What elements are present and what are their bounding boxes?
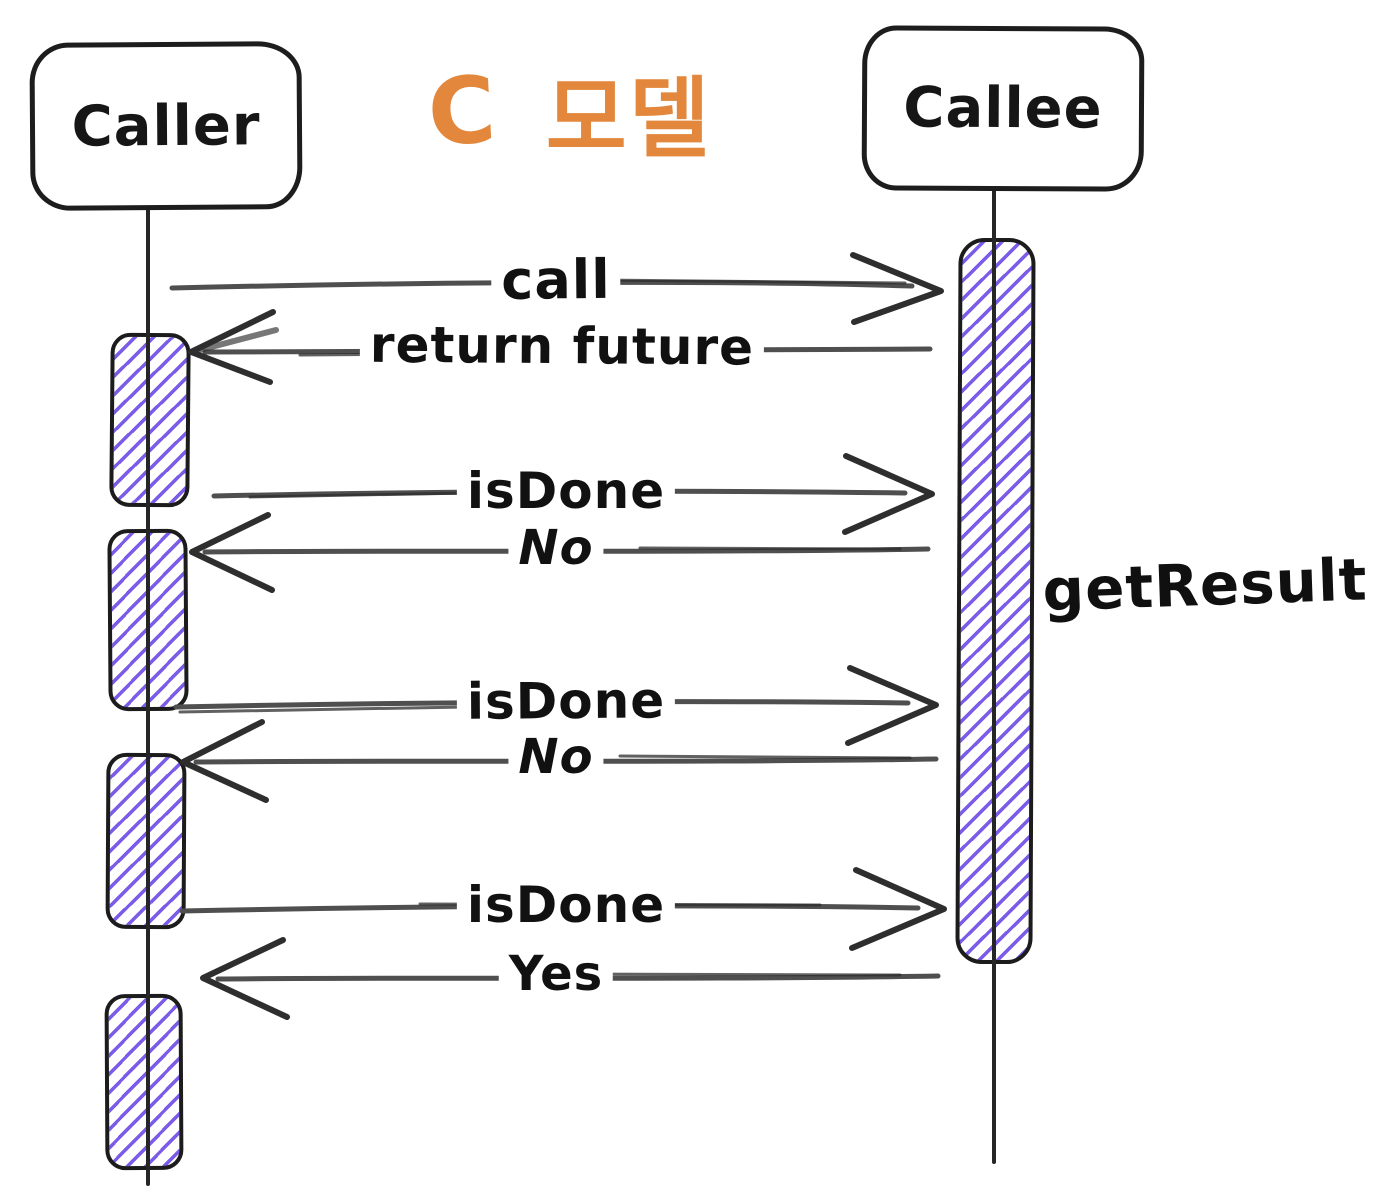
- title-word: 모델: [545, 66, 712, 170]
- callee-lifeline: [991, 179, 997, 1164]
- message-label-no-2: No: [508, 729, 604, 786]
- message-label-isdone-3: isDone: [456, 876, 676, 935]
- actor-callee-box: Callee: [861, 25, 1145, 192]
- caller-lifeline: [145, 198, 151, 1186]
- message-label-yes: Yes: [498, 946, 614, 1003]
- message-label-return-future: return future: [359, 315, 765, 377]
- actor-callee-label: Callee: [903, 75, 1103, 142]
- message-label-isdone-2: isDone: [456, 671, 676, 731]
- message-label-no-1: No: [508, 520, 604, 577]
- actor-caller-label: Caller: [71, 92, 261, 160]
- message-label-isdone-1: isDone: [456, 462, 676, 521]
- actor-caller-box: Caller: [29, 41, 303, 211]
- diagram-title: C 모델: [402, 52, 738, 170]
- title-letter: C: [425, 55, 499, 167]
- get-result-annotation: getResult: [1041, 545, 1369, 625]
- message-label-call: call: [490, 247, 622, 312]
